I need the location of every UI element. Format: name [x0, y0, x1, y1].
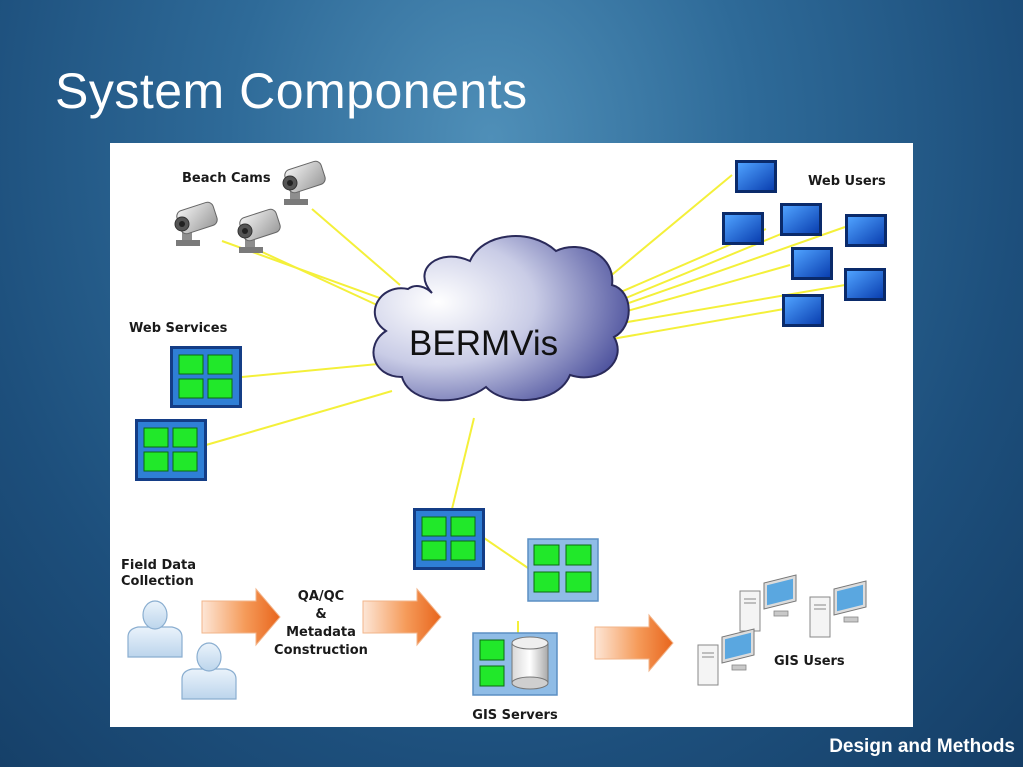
camera-icon	[237, 207, 283, 254]
monitor-icon	[735, 160, 777, 193]
beach-cams-label: Beach Cams	[182, 171, 271, 186]
diagram-panel: BERMVis Beach Cams Web Users Web Service…	[110, 143, 913, 727]
monitor-icon	[782, 294, 824, 327]
camera-icon	[174, 200, 220, 247]
arrow-icon	[362, 588, 442, 646]
qaqc-label-line2: &	[315, 607, 326, 622]
camera-icon	[282, 159, 328, 206]
monitor-icon	[780, 203, 822, 236]
web-service-icon	[412, 507, 486, 571]
database-icon	[511, 636, 549, 690]
person-icon	[181, 642, 237, 700]
hub-label: BERMVis	[409, 324, 558, 363]
workstation-icon	[697, 628, 755, 686]
monitor-icon	[844, 268, 886, 301]
arrow-icon	[201, 588, 281, 646]
monitor-icon	[791, 247, 833, 280]
web-users-label: Web Users	[808, 174, 886, 189]
person-icon	[127, 600, 183, 658]
web-service-icon	[169, 345, 243, 409]
gis-users-label: GIS Users	[774, 654, 845, 669]
field-data-label-line1: Field Data	[121, 558, 196, 573]
qaqc-label-line4: Construction	[274, 643, 368, 658]
system-diagram: BERMVis Beach Cams Web Users Web Service…	[121, 159, 887, 723]
gis-servers-label: GIS Servers	[472, 708, 558, 723]
monitor-icon	[722, 212, 764, 245]
footer-text: Design and Methods	[829, 736, 1015, 757]
slide-title: System Components	[55, 63, 528, 119]
connector-lines	[205, 174, 846, 643]
web-services-label: Web Services	[129, 321, 228, 336]
web-service-icon	[527, 538, 599, 602]
qaqc-label-line1: QA/QC	[298, 589, 344, 604]
gis-server-icon	[472, 632, 558, 696]
bermvis-cloud: BERMVis	[372, 235, 630, 402]
field-data-label-line2: Collection	[121, 574, 194, 589]
workstation-icon	[739, 574, 797, 632]
monitor-icon	[845, 214, 887, 247]
arrow-icon	[594, 614, 674, 672]
qaqc-label-line3: Metadata	[286, 625, 356, 640]
workstation-icon	[809, 580, 867, 638]
web-service-icon	[134, 418, 208, 482]
